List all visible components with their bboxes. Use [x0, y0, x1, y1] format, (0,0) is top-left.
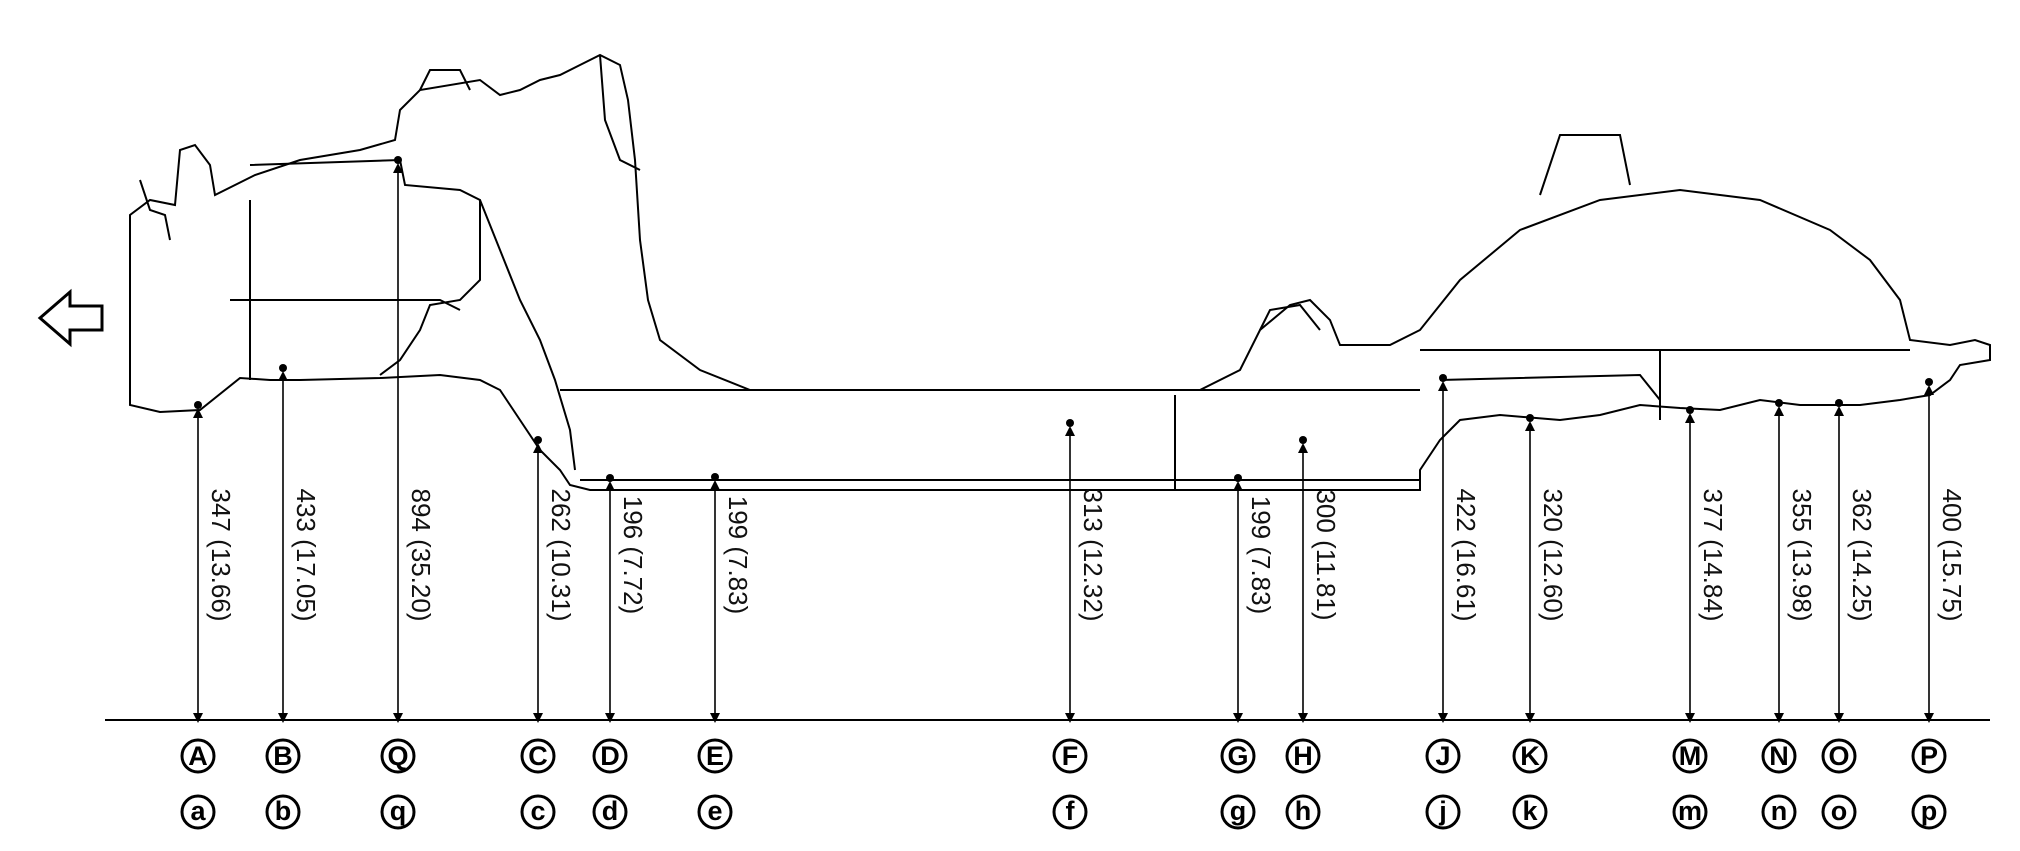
measure-point-a [194, 401, 202, 409]
dimension-label-c: 262 (10.31) [546, 489, 576, 622]
point-label-lower-h: h [1295, 796, 1312, 826]
measure-point-f [1066, 419, 1074, 427]
point-label-upper-g: G [1227, 741, 1248, 771]
measure-point-k [1526, 414, 1534, 422]
circle-lower-o [1821, 794, 1857, 830]
dimension-label-d: 196 (7.72) [618, 496, 648, 615]
circle-lower-b [265, 794, 301, 830]
circle-lower-a [180, 794, 216, 830]
point-label-upper-e: E [706, 741, 724, 771]
point-label-lower-n: n [1771, 796, 1788, 826]
dimension-label-e: 199 (7.83) [723, 496, 753, 615]
dimension-label-p: 400 (15.75) [1937, 489, 1967, 622]
point-label-lower-d: d [602, 796, 619, 826]
circle-upper-o [1821, 738, 1857, 774]
measure-point-q [394, 156, 402, 164]
circle-upper-a [180, 738, 216, 774]
circle-upper-h [1285, 738, 1321, 774]
dimension-label-j: 422 (16.61) [1451, 489, 1481, 622]
dimension-label-q: 894 (35.20) [406, 489, 436, 622]
circle-upper-p [1911, 738, 1947, 774]
circle-upper-j [1425, 738, 1461, 774]
measure-point-p [1925, 378, 1933, 386]
point-label-upper-j: J [1435, 741, 1450, 771]
circle-lower-p [1911, 794, 1947, 830]
point-label-upper-q: Q [387, 741, 408, 771]
point-label-upper-k: K [1520, 741, 1540, 771]
point-label-upper-h: H [1293, 741, 1313, 771]
measure-point-e [711, 473, 719, 481]
point-label-upper-m: M [1679, 741, 1702, 771]
point-label-upper-d: D [600, 741, 620, 771]
circle-upper-q [380, 738, 416, 774]
measure-point-c [534, 436, 542, 444]
circle-lower-g [1220, 794, 1256, 830]
point-label-upper-o: O [1828, 741, 1849, 771]
dimension-label-g: 199 (7.83) [1246, 496, 1276, 615]
point-label-lower-j: j [1438, 796, 1447, 826]
dimension-label-f: 313 (12.32) [1078, 489, 1108, 622]
measure-point-g [1234, 474, 1242, 482]
circle-upper-c [520, 738, 556, 774]
measure-point-j [1439, 374, 1447, 382]
circle-upper-b [265, 738, 301, 774]
circle-lower-h [1285, 794, 1321, 830]
circle-lower-m [1672, 794, 1708, 830]
measure-point-h [1299, 436, 1307, 444]
circle-lower-n [1761, 794, 1797, 830]
point-label-lower-k: k [1522, 796, 1538, 826]
point-label-upper-a: A [188, 741, 208, 771]
dimension-label-h: 300 (11.81) [1311, 489, 1341, 620]
measure-point-o [1835, 399, 1843, 407]
point-label-lower-q: q [390, 796, 407, 826]
dimension-label-a: 347 (13.66) [206, 489, 236, 622]
dimension-points: 347 (13.66) Aa 433 (17.05) Bb 894 (35.20) Qq 2… [180, 156, 1967, 830]
point-label-lower-o: o [1831, 796, 1848, 826]
point-label-upper-n: N [1769, 741, 1789, 771]
circle-lower-j [1425, 794, 1461, 830]
circle-upper-n [1761, 738, 1797, 774]
dimension-label-m: 377 (14.84) [1698, 489, 1728, 622]
circle-lower-e [697, 794, 733, 830]
point-label-lower-b: b [275, 796, 292, 826]
point-label-lower-a: a [190, 796, 206, 826]
point-label-lower-g: g [1230, 796, 1247, 826]
measure-point-b [279, 364, 287, 372]
measure-point-n [1775, 399, 1783, 407]
circle-lower-d [592, 794, 628, 830]
circle-lower-k [1512, 794, 1548, 830]
circle-upper-f [1052, 738, 1088, 774]
circle-upper-d [592, 738, 628, 774]
point-label-upper-b: B [273, 741, 293, 771]
point-label-lower-f: f [1066, 796, 1076, 826]
point-label-lower-p: p [1921, 796, 1938, 826]
point-label-lower-m: m [1678, 796, 1702, 826]
circle-upper-k [1512, 738, 1548, 774]
measure-point-d [606, 474, 614, 482]
circle-upper-e [697, 738, 733, 774]
dimension-label-o: 362 (14.25) [1847, 489, 1877, 622]
point-label-lower-c: c [530, 796, 545, 826]
front-arrow-icon [37, 288, 104, 348]
dimension-label-n: 355 (13.98) [1787, 489, 1817, 622]
circle-upper-m [1672, 738, 1708, 774]
point-label-lower-e: e [707, 796, 722, 826]
circle-lower-c [520, 794, 556, 830]
dimension-label-b: 433 (17.05) [291, 489, 321, 622]
dimension-label-k: 320 (12.60) [1538, 489, 1568, 622]
circle-lower-q [380, 794, 416, 830]
point-label-upper-f: F [1062, 741, 1079, 771]
circle-lower-f [1052, 794, 1088, 830]
circle-upper-g [1220, 738, 1256, 774]
point-label-upper-c: C [528, 741, 548, 771]
measure-point-m [1686, 406, 1694, 414]
point-label-upper-p: P [1920, 741, 1938, 771]
vehicle-body-outline [129, 53, 1991, 491]
